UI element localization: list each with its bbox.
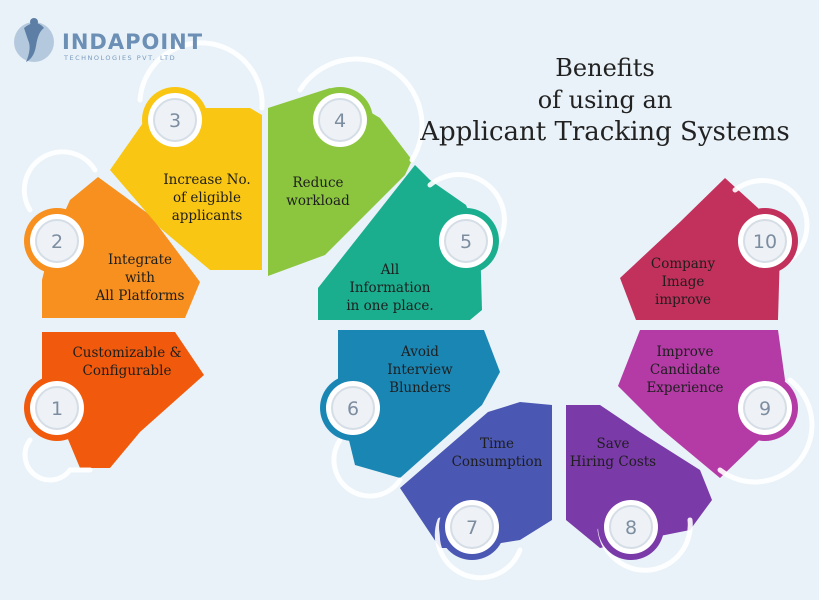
benefit-label-line: Customizable & bbox=[72, 345, 182, 361]
segment-rim-5 bbox=[427, 172, 507, 258]
benefit-label-line: Consumption bbox=[451, 454, 543, 470]
segment-1 bbox=[42, 332, 204, 468]
badge-number: 6 bbox=[347, 398, 359, 420]
badge-core bbox=[331, 386, 375, 430]
logo-tagline: TECHNOLOGIES PVT. LTD bbox=[64, 54, 177, 62]
benefit-label-line: of eligible bbox=[173, 190, 241, 206]
badge-number: 5 bbox=[460, 231, 472, 253]
badge-7: 7 bbox=[439, 494, 505, 560]
segment-rim-1 bbox=[22, 437, 93, 483]
badge-core bbox=[609, 505, 653, 549]
diagram-title: Benefits of using an Applicant Tracking … bbox=[400, 52, 810, 148]
benefit-label-line: in one place. bbox=[346, 298, 434, 314]
logo-icon bbox=[14, 18, 54, 62]
benefit-label-line: Information bbox=[349, 280, 431, 296]
benefit-label-line: Image bbox=[661, 274, 705, 290]
badge-number: 9 bbox=[759, 398, 771, 420]
benefit-label-line: improve bbox=[655, 292, 711, 308]
segment-rim-4 bbox=[297, 56, 425, 163]
badge-1: 1 bbox=[24, 375, 90, 441]
badge-8: 8 bbox=[598, 494, 664, 560]
badge-core bbox=[35, 219, 79, 263]
benefit-label-line: Interview bbox=[387, 362, 453, 378]
segment-2 bbox=[42, 177, 200, 318]
segment-9 bbox=[618, 330, 785, 478]
segment-rim-3 bbox=[137, 40, 265, 111]
benefit-label-line: Save bbox=[596, 436, 630, 452]
benefit-label-line: Integrate bbox=[108, 252, 172, 268]
badge-core bbox=[450, 505, 494, 549]
benefit-label-line: Configurable bbox=[82, 363, 172, 379]
segment-rim-10 bbox=[732, 178, 810, 263]
segment-10 bbox=[620, 178, 780, 320]
badge-number: 2 bbox=[51, 231, 63, 253]
segment-rim-7 bbox=[434, 517, 523, 581]
benefit-label-line: Blunders bbox=[389, 380, 451, 396]
badge-number: 8 bbox=[625, 517, 637, 539]
badge-number: 1 bbox=[51, 398, 63, 420]
badge-number: 10 bbox=[753, 231, 777, 253]
benefit-label-3: Increase No. of eligible applicants bbox=[147, 171, 267, 225]
title-line-1: Benefits bbox=[555, 54, 655, 82]
benefit-label-line: with bbox=[125, 270, 155, 286]
badge-6: 6 bbox=[320, 375, 386, 441]
benefit-label-line: Improve bbox=[656, 344, 714, 360]
benefit-label-line: Hiring Costs bbox=[569, 454, 657, 470]
badge-4: 4 bbox=[307, 87, 373, 153]
segment-5 bbox=[318, 165, 482, 320]
badge-number: 3 bbox=[169, 110, 181, 132]
badge-9: 9 bbox=[732, 375, 798, 441]
badge-5: 5 bbox=[433, 208, 499, 274]
benefit-label-line: All Platforms bbox=[95, 288, 185, 304]
benefit-label-4: Reduce workload bbox=[258, 174, 378, 210]
benefit-label-line: All bbox=[380, 262, 400, 278]
segment-3 bbox=[110, 108, 262, 270]
benefit-label-line: Company bbox=[650, 256, 716, 272]
benefit-label-1: Customizable & Configurable bbox=[67, 344, 187, 380]
badge-10: 10 bbox=[732, 208, 798, 274]
badge-number: 7 bbox=[466, 517, 478, 539]
badge-core bbox=[743, 219, 787, 263]
badge-core bbox=[318, 98, 362, 142]
benefit-label-line: Candidate bbox=[649, 362, 721, 378]
badge-2: 2 bbox=[24, 208, 90, 274]
badge-3: 3 bbox=[142, 87, 208, 153]
segment-rim-2 bbox=[21, 149, 98, 213]
segment-4 bbox=[268, 88, 412, 276]
benefit-label-line: Experience bbox=[646, 380, 724, 396]
segment-7 bbox=[400, 402, 552, 548]
badge-core bbox=[35, 386, 79, 430]
segment-6 bbox=[338, 330, 500, 478]
benefit-label-line: Avoid bbox=[401, 344, 439, 360]
segment-rim-6 bbox=[331, 437, 403, 499]
title-line-2: of using an bbox=[537, 86, 673, 114]
segment-rim-9 bbox=[717, 377, 815, 485]
badge-core bbox=[743, 386, 787, 430]
benefit-label-line: Reduce bbox=[292, 175, 344, 191]
title-line-3: Applicant Tracking Systems bbox=[420, 117, 790, 147]
badge-core bbox=[444, 219, 488, 263]
badge-number: 4 bbox=[334, 110, 346, 132]
benefit-label-line: applicants bbox=[171, 208, 243, 224]
benefit-label-line: Increase No. bbox=[163, 172, 251, 188]
benefit-label-line: Time bbox=[479, 436, 515, 452]
benefit-label-line: workload bbox=[286, 193, 350, 209]
logo-name: INDAPOINT bbox=[62, 30, 204, 54]
badge-core bbox=[153, 98, 197, 142]
